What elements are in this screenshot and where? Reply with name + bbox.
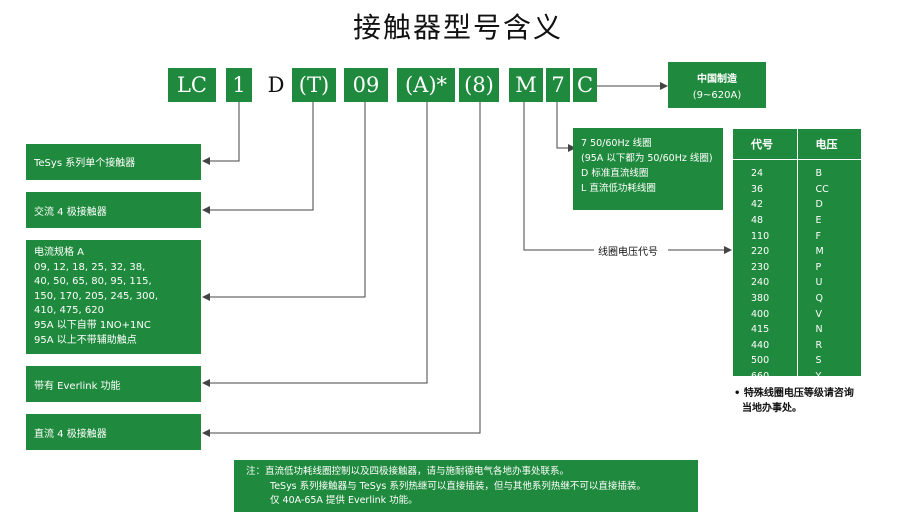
code-part-a: (A)* [397,68,455,102]
code-cell: 440 [751,339,770,351]
voltage-cell: S [796,353,861,369]
code-cell: 48 [751,215,764,227]
voltage-table-header: 电压 [796,129,861,160]
voltage-cell: Y [796,368,861,385]
special-voltage-note: • 特殊线圈电压等级请咨询 当地办事处。 [734,386,854,416]
current-rating-line: 150, 170, 205, 245, 300, [34,290,159,302]
coil-type-line: L 直流低功耗线圈 [581,183,656,194]
code-part-t: (T) [292,68,336,102]
series-text: TeSys 系列单个接触器 [34,158,136,169]
coil-type-line: D 标准直流线圈 [581,168,649,179]
made-in-china-label: 中国制造 [697,74,737,85]
table-row: 240 U [733,275,861,291]
code-cell: 660 [751,371,770,383]
dc-4pole-text: 直流 4 极接触器 [34,429,107,440]
table-row: 500 S [733,353,861,369]
everlink-text: 带有 Everlink 功能 [34,381,121,392]
code-cell: 500 [751,355,770,367]
made-in-china-range: (9~620A) [692,90,742,101]
ac-4pole-box: 交流 4 极接触器 [26,192,201,228]
voltage-cell: D [796,197,861,213]
voltage-table: 代号 电压 24 B 36 CC 42 D 48 E 110 F 220 M 230 P 24… [733,129,861,385]
footnote-line: 注：直流低功耗线圈控制以及四极接触器，请与施耐德电气各地办事处联系。 [246,466,570,477]
voltage-cell: V [796,306,861,322]
current-rating-line: 95A 以下自带 1NO+1NC [34,319,151,331]
code-part-m: M [509,68,543,102]
table-row: 440 R [733,337,861,354]
voltage-cell: R [796,337,861,354]
footnote-line: TeSys 系列接触器与 TeSys 系列热继可以直接插装，但与其他系列热继不可… [270,480,646,492]
code-part-c: C [573,68,597,102]
special-voltage-note-line: • 特殊线圈电压等级请咨询 [734,388,854,399]
voltage-table-header: 代号 [751,138,773,151]
voltage-cell: E [796,212,861,229]
table-row: 220 M [733,243,861,260]
code-cell: 110 [751,230,770,242]
code-cell: 400 [751,308,770,320]
made-in-china-box: 中国制造 (9~620A) [668,62,766,108]
current-rating-line: 95A 以上不带辅助触点 [34,334,137,346]
table-row: 24 B [733,159,861,182]
series-box: TeSys 系列单个接触器 [26,144,201,180]
voltage-cell: P [796,259,861,276]
page-title: 接触器型号含义 [352,11,563,44]
voltage-cell: CC [796,181,861,198]
voltage-cell: M [796,243,861,260]
code-cell: 380 [751,293,770,305]
table-row: 48 E [733,212,861,229]
dc-4pole-box: 直流 4 极接触器 [26,414,201,450]
table-row: 415 N [733,321,861,338]
code-part-8: (8) [459,68,499,102]
table-row: 380 Q [733,290,861,307]
table-row: 230 P [733,259,861,276]
current-rating-line: 09, 12, 18, 25, 32, 38, [34,261,146,273]
code-cell: 24 [751,168,764,180]
code-part-09: 09 [344,68,388,102]
ac-4pole-text: 交流 4 极接触器 [34,207,107,218]
table-row: 400 V [733,306,861,322]
voltage-cell: Q [796,290,861,307]
code-part-7: 7 [546,68,570,102]
table-row: 42 D [733,197,861,213]
code-part-1: 1 [226,68,252,102]
current-rating-line: 410, 475, 620 [34,305,104,317]
current-rating-box: 电流规格 A 09, 12, 18, 25, 32, 38, 40, 50, 6… [26,240,201,354]
current-rating-line: 电流规格 A [34,247,85,258]
code-cell: 240 [751,277,770,289]
coil-voltage-code-label: 线圈电压代号 [598,247,658,258]
table-row: 110 F [733,228,861,244]
everlink-box: 带有 Everlink 功能 [26,366,201,402]
coil-type-line: 7 50/60Hz 线圈 [581,138,652,149]
coil-type-line: (95A 以下都为 50/60Hz 线圈) [581,153,713,164]
voltage-cell: U [796,275,861,291]
voltage-cell: N [796,321,861,338]
voltage-cell: B [796,159,861,182]
code-part-lc: LC [168,68,216,102]
current-rating-line: 40, 50, 65, 80, 95, 115, [34,276,152,288]
voltage-cell: F [796,228,861,244]
footnote-line: 仅 40A-65A 提供 Everlink 功能。 [270,495,418,506]
table-row: 660 Y [733,368,861,385]
table-row: 36 CC [733,181,861,198]
special-voltage-note-line: 当地办事处。 [742,403,802,414]
code-cell: 230 [751,261,770,273]
code-cell: 220 [751,246,770,258]
code-cell: 36 [751,183,764,195]
code-part-d: D [267,73,285,97]
code-cell: 415 [751,324,770,336]
code-cell: 42 [751,199,764,211]
footnote-box: 注：直流低功耗线圈控制以及四极接触器，请与施耐德电气各地办事处联系。 TeSys… [234,460,698,512]
coil-types-box: 7 50/60Hz 线圈 (95A 以下都为 50/60Hz 线圈) D 标准直… [573,128,723,210]
